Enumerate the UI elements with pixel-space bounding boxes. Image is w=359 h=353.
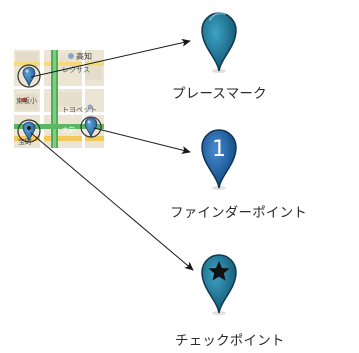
map-label-heidai: 東坂小 [16,96,37,105]
map-label-kochi: 高知 [76,51,92,61]
arrow-to-finder [93,127,191,154]
map-label-toyopet: トヨペット [62,106,97,114]
arrow-to-checkpoint [30,132,194,271]
finder-point-label: ファインダーポイント [170,205,307,221]
map-checkpoint-pin-icon [17,119,41,143]
map-label-daigaku: 大学 [62,125,76,134]
map-finder-pin-icon [80,116,102,138]
checkpoint-star-icon [208,261,230,281]
placemark-label: プレースマーク [172,86,267,102]
map-placemark-pin-icon [17,64,41,88]
finder-pin-icon: 1 [201,129,237,190]
checkpoint-pin-icon [201,254,237,315]
arrow-to-placemark [30,38,191,78]
map-thumbnail: 高知 レクサス 東坂小 トヨペット 宝町 大学 [14,50,104,148]
finder-pin-number: 1 [212,137,226,162]
checkpoint-label: チェックポイント [175,333,285,349]
placemark-pin-icon [201,12,237,73]
map-label-lexus: レクサス [62,66,90,74]
